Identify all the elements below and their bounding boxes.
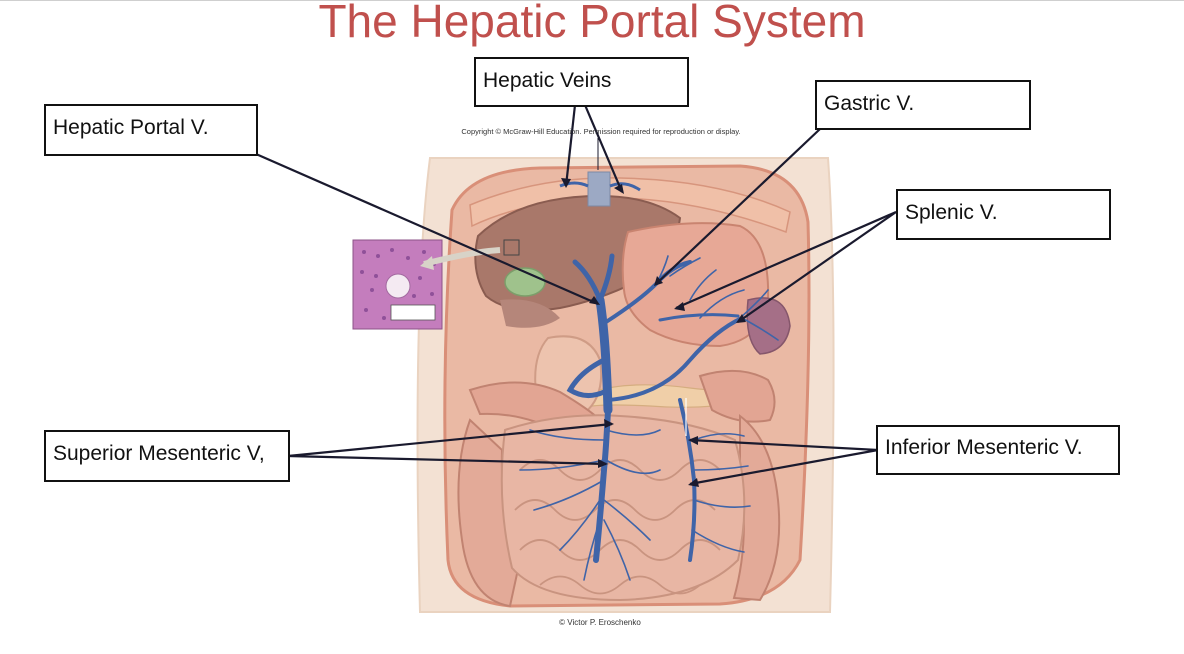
vein-branch [519,459,605,471]
arrowheads [561,178,746,487]
leader-hepatic-portal [255,152,599,306]
leader-superior-mesenteric-2 [287,454,607,466]
vein-branch [533,479,605,511]
arrowhead [654,276,663,286]
vein-branches [519,255,779,581]
label-inferior-mesenteric-vein: Inferior Mesenteric V. [876,425,1120,475]
label-hepatic-veins: Hepatic Veins [474,57,689,107]
liver-sample-marker [503,239,520,256]
portal-branch-left [572,259,603,303]
leader-gastric [655,128,821,285]
label-superior-mesenteric-vein: Superior Mesenteric V, [44,430,290,482]
histology-label-box [390,304,436,321]
portal-loop [566,357,607,398]
splenic-branch [658,313,740,322]
vein-branch [739,289,769,319]
vein-branch [559,499,601,551]
arrowhead [688,478,699,487]
arrowhead [604,419,614,428]
gallbladder [504,267,546,297]
hepatic-vein-left [559,181,589,188]
vein-branch [693,432,745,441]
vein-branch [603,499,651,541]
leader-inferior-mesenteric-1 [689,438,879,452]
label-splenic-vein: Splenic V. [896,189,1111,240]
arrowhead [598,459,608,468]
intestine-loop [539,575,701,595]
splenic-vein [606,316,744,402]
arrowhead [589,296,600,305]
intestine-loop [514,499,716,521]
leader-superior-mesenteric-1 [287,422,613,458]
small-intestine [500,414,746,602]
vein-branch [741,317,779,341]
intestine-loop [519,459,721,481]
illustrator-credit: © Victor P. Eroschenko [559,618,641,627]
liver-right-lobe [500,299,560,328]
leader-lines [255,104,897,486]
leader-splenic-2 [737,211,897,323]
copyright-notice: Copyright © McGraw-Hill Education. Permi… [461,127,741,136]
vein-branch [699,289,745,319]
leader-splenic-1 [675,210,897,310]
vein-branch [693,499,751,508]
vein-branch [583,519,601,581]
hepatic-portal-vein-trunk [595,295,613,415]
vein-branch [605,429,661,436]
vein-branch [603,519,631,581]
arrowhead [561,178,571,188]
arrowhead [736,314,746,323]
top-rule [0,0,1184,1]
spleen [746,297,791,355]
inferior-vena-cava [587,171,611,207]
leader-hepatic-veins-right [583,104,624,193]
leader-hepatic-veins-left [564,104,577,187]
superior-mesenteric-vein [593,407,611,563]
page-title: The Hepatic Portal System [318,0,866,47]
label-hepatic-portal-vein: Hepatic Portal V. [44,104,258,156]
colon-right [698,369,776,423]
label-gastric-vein: Gastric V. [815,80,1031,130]
vein-branch [605,459,661,475]
hepatic-vein-right [609,182,641,192]
inferior-mesenteric-vein [678,398,697,562]
inset-pointer-arrowhead [420,256,434,270]
central-vein [385,273,411,299]
portal-branch-right [597,253,615,303]
arrowhead [688,436,698,445]
intestine-loops [514,459,721,595]
leader-inferior-mesenteric-2 [689,448,879,486]
vein-branch [693,465,749,471]
vein-branch [689,269,717,301]
arrowhead [614,184,624,194]
vein-branch [691,529,745,553]
intestine-loop [519,539,721,561]
vein-branch [669,257,701,277]
arrowhead [674,302,685,311]
